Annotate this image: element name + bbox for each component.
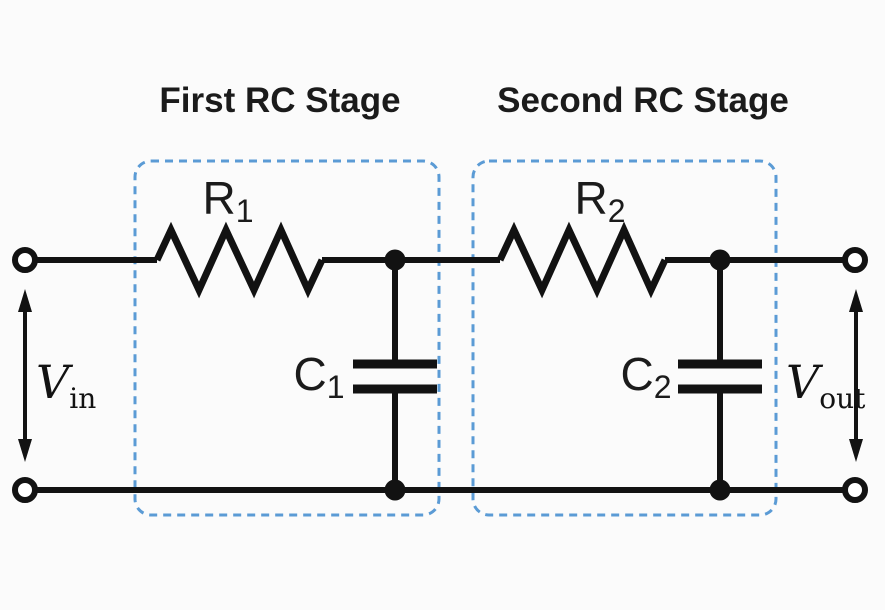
input-terminal-bottom: [12, 477, 38, 503]
node-dot-stage1-bottom: [384, 479, 406, 501]
capacitor-c2-label: C2: [620, 348, 671, 405]
capacitor-c1-label: C1: [293, 348, 344, 405]
vin-arrow-up-head: [18, 289, 32, 312]
resistor-r1-symbol: [153, 221, 326, 299]
vout-arrow-down-head: [849, 439, 863, 462]
input-terminal-top: [12, 247, 38, 273]
second-stage-boundary-box: [471, 159, 778, 517]
node-dot-stage2-top: [709, 249, 731, 271]
resistor-r2-label: R2: [574, 172, 625, 229]
resistor-r1-label: R1: [202, 172, 253, 229]
output-terminal-bottom: [842, 477, 868, 503]
node-dot-stage1-top: [384, 249, 406, 271]
vin-voltage-arrow: [18, 289, 32, 462]
resistor-r2-symbol: [496, 221, 669, 299]
first-stage-title: First RC Stage: [159, 81, 400, 120]
vin-arrow-down-head: [18, 439, 32, 462]
output-terminal-top: [842, 247, 868, 273]
vout-arrow-up-head: [849, 289, 863, 312]
second-stage-title: Second RC Stage: [497, 81, 789, 120]
node-dot-stage2-bottom: [709, 479, 731, 501]
vout-voltage-arrow: [849, 289, 863, 462]
vout-label: Vout: [786, 355, 866, 415]
vin-label: Vin: [36, 355, 96, 415]
